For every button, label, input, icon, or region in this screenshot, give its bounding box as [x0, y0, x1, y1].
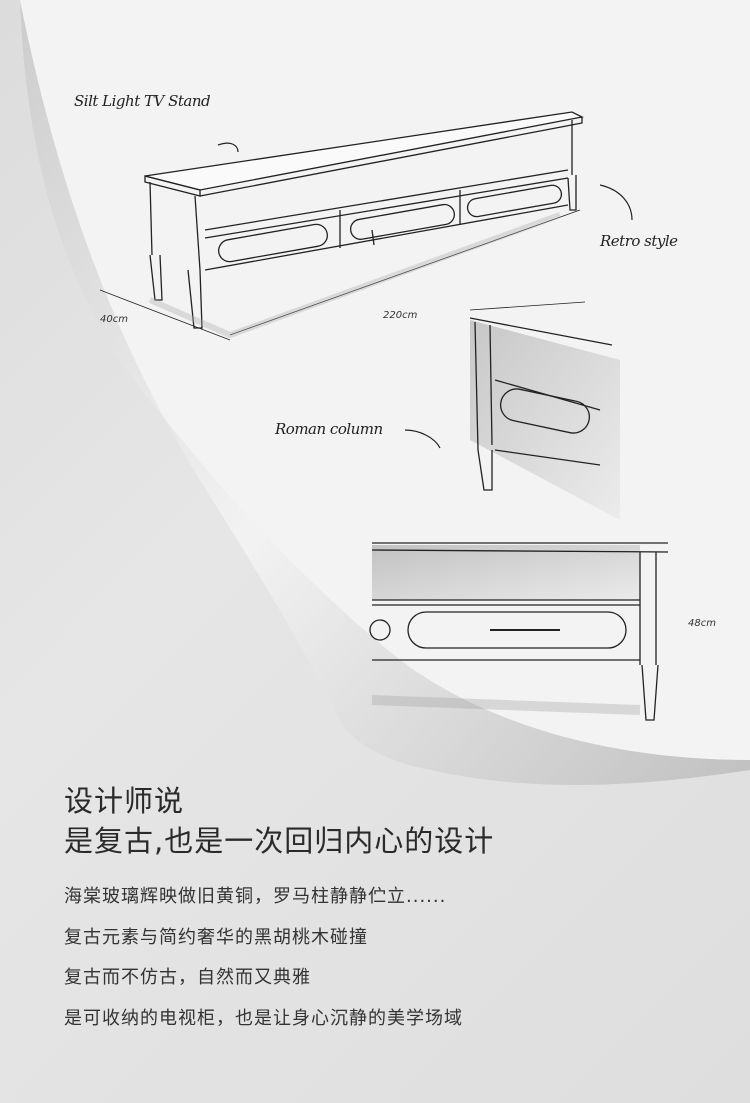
description-line: 是可收纳的电视柜，也是让身心沉静的美学场域 — [64, 1008, 463, 1029]
product-name-label: Silt Light TV Stand — [74, 92, 211, 110]
headline-subtitle: 是复古,也是一次回归内心的设计 — [64, 824, 495, 858]
description-line: 海棠玻璃辉映做旧黄铜，罗马柱静静伫立...... — [64, 886, 447, 907]
width-dimension: 220cm — [383, 310, 418, 321]
depth-dimension: 40cm — [100, 314, 128, 325]
roman-column-label: Roman column — [275, 420, 383, 438]
front-detail-sketch — [369, 542, 669, 721]
description-line: 复古而不仿古，自然而又典雅 — [64, 967, 311, 988]
headline-title: 设计师说 — [64, 784, 185, 818]
description-line: 复古元素与简约奢华的黑胡桃木碰撞 — [64, 927, 368, 948]
tv-stand-sketch — [99, 111, 633, 449]
retro-style-label: Retro style — [600, 232, 678, 250]
height-dimension: 48cm — [688, 618, 716, 629]
corner-detail-sketch — [469, 301, 620, 520]
